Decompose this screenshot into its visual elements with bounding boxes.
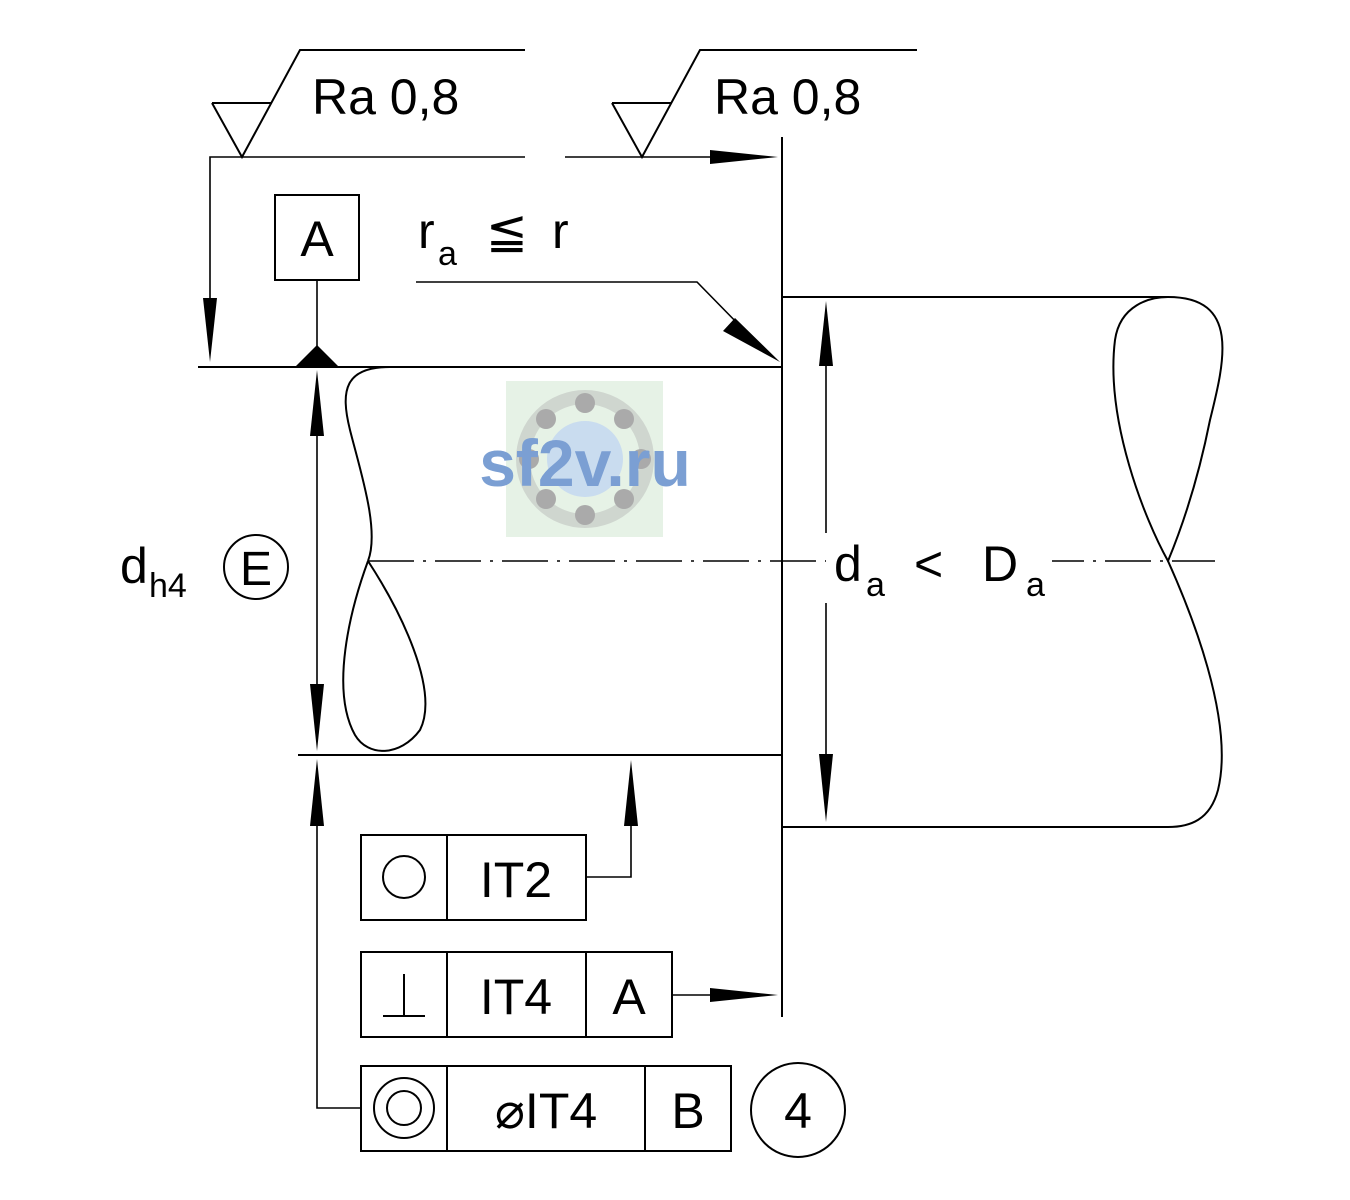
concentricity-datum: B: [671, 1083, 704, 1139]
arrowhead-up-icon: [624, 760, 638, 826]
fillet-note: r a ≦ r: [416, 203, 780, 362]
housing-diameter-dimension: d a < D a: [819, 301, 1052, 822]
watermark: sf2v.ru: [479, 381, 691, 537]
perpendicularity-symbol-icon: [383, 974, 425, 1017]
arrowhead-diagonal-icon: [723, 318, 780, 362]
datum-a-label: A: [300, 211, 334, 267]
housing-d: d: [834, 536, 862, 592]
arrowhead-right-icon: [710, 988, 778, 1002]
shaft-subscript: h4: [149, 567, 187, 605]
concentricity-symbol-icon: [373, 1077, 435, 1139]
watermark-text: sf2v.ru: [479, 426, 691, 500]
housing-subscript-a2: a: [1026, 566, 1045, 604]
fillet-relation: ≦: [486, 203, 528, 259]
concentricity-value: ⌀IT4: [495, 1083, 597, 1139]
housing-D: D: [982, 536, 1018, 592]
shaft-diameter-dimension: d h4 E: [120, 370, 324, 751]
arrowhead-up-icon: [310, 370, 324, 436]
circularity-value: IT2: [480, 852, 552, 908]
note-number: 4: [784, 1083, 812, 1139]
envelope-label: E: [240, 543, 272, 596]
fillet-rhs: r: [552, 203, 569, 259]
roughness-label-left: Ra 0,8: [312, 69, 459, 125]
arrowhead-down-icon: [819, 754, 833, 822]
circularity-symbol-icon: [382, 855, 426, 899]
arrowhead-down-icon: [203, 298, 217, 362]
shaft: [198, 366, 782, 756]
datum-triangle-icon: [296, 345, 338, 366]
datum-a-feature: A: [274, 194, 360, 366]
perpendicularity-datum: A: [612, 969, 646, 1025]
tolerance-frame-concentricity: ⌀IT4 B 4: [310, 759, 846, 1158]
note-number-circle: [750, 1062, 846, 1158]
arrowhead-right-icon: [710, 150, 778, 164]
housing-relation: <: [914, 536, 943, 592]
surface-roughness-symbol-left: Ra 0,8: [211, 49, 525, 160]
perpendicularity-value: IT4: [480, 969, 552, 1025]
envelope-requirement-circle: [223, 534, 289, 600]
bearing-logo-icon: [516, 390, 654, 528]
tolerance-frame-circularity: IT2: [360, 760, 638, 921]
roughness-label-right: Ra 0,8: [714, 69, 861, 125]
surface-roughness-symbol-right: Ra 0,8: [611, 49, 917, 160]
arrowhead-up-icon: [310, 759, 324, 826]
fillet-subscript: a: [438, 235, 457, 273]
tolerance-frame-perpendicularity: IT4 A: [360, 951, 778, 1038]
housing-subscript-a: a: [866, 566, 885, 604]
shaft-d: d: [120, 538, 148, 594]
housing: [782, 296, 1224, 828]
roughness-leader-left: [209, 156, 525, 300]
fillet-r: r: [418, 203, 435, 259]
arrowhead-up-icon: [819, 301, 833, 366]
arrowhead-down-icon: [310, 684, 324, 751]
